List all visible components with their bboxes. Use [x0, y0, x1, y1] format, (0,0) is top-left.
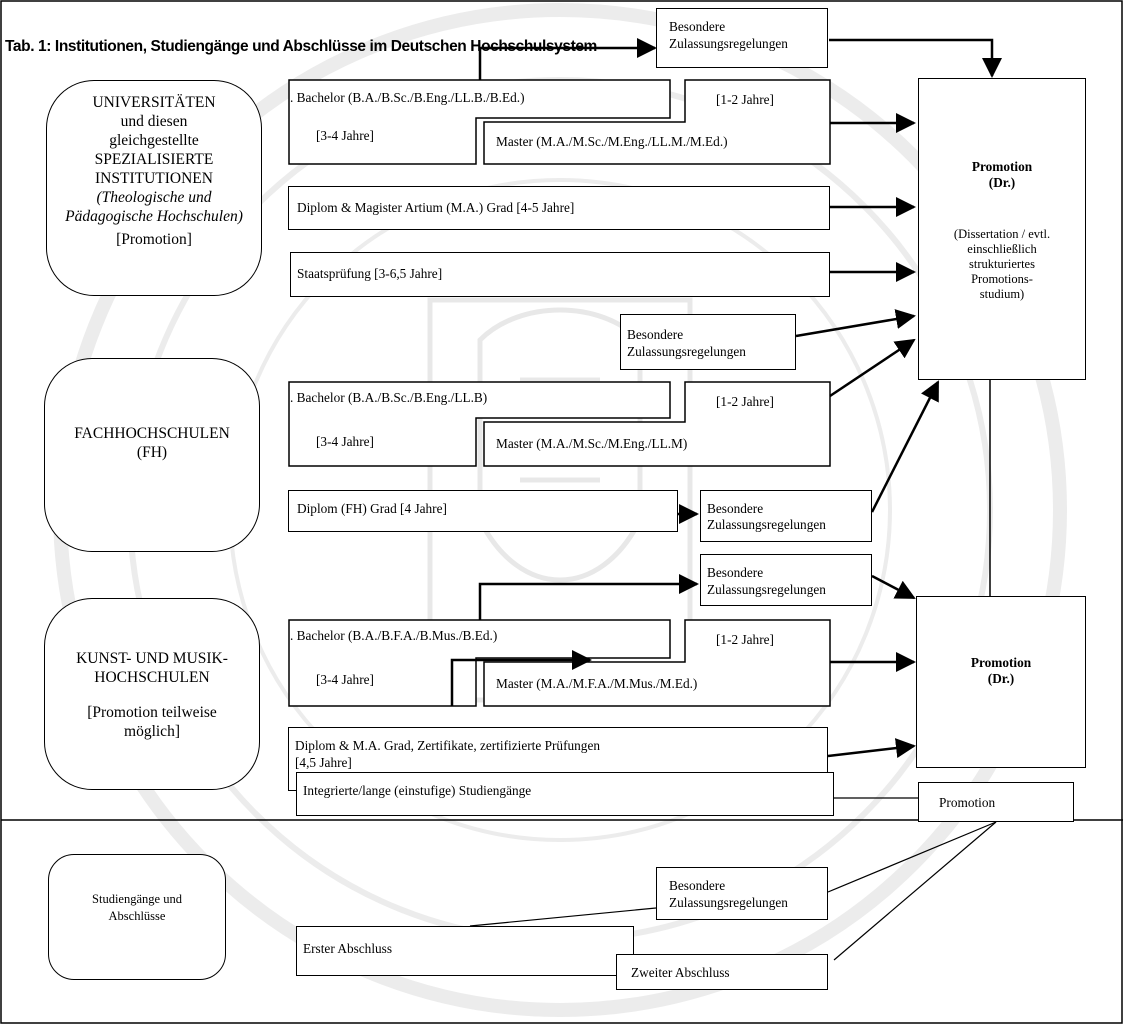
uni-line-8: [Promotion]	[116, 231, 192, 248]
uni-line-3: gleichgestellte	[109, 132, 199, 149]
arrow-kunst-diplom-to-promotion	[827, 738, 916, 759]
special-top-line-1: Besondere	[669, 19, 726, 34]
fh-bachelor-label: . Bachelor (B.A./B.Sc./B.Eng./LL.B)	[290, 390, 488, 405]
arrow-special-kunst-to-promotion	[871, 574, 916, 600]
special-uni-line-1: Besondere	[627, 327, 684, 342]
fh-diplom-label: Diplom (FH) Grad [4 Jahre]	[297, 501, 447, 516]
uni-diplom-label: Diplom & Magister Artium (M.A.) Grad [4-…	[297, 200, 575, 215]
special-admission-kunst: Besondere Zulassungsregelungen	[700, 554, 872, 606]
legend-studiengaenge: Studiengänge und Abschlüsse	[48, 854, 226, 980]
promotion-kunst-title-1: Promotion	[970, 655, 1032, 670]
fh-line-2: (FH)	[136, 444, 168, 461]
uni-staats-label: Staatsprüfung [3-6,5 Jahre]	[297, 266, 443, 281]
special-admission-uni: Besondere Zulassungsregelungen	[620, 314, 796, 370]
special-admission-legend: Besondere Zulassungsregelungen	[656, 867, 828, 920]
legend-integrated-label: Integrierte/lange (einstufige) Studiengä…	[303, 783, 532, 798]
legend-second-label: Zweiter Abschluss	[631, 965, 730, 980]
promotion-main-desc-4: Promotions-	[971, 272, 1033, 286]
fh-diplom-box: Diplom (FH) Grad [4 Jahre]	[288, 490, 678, 532]
kunst-diplom-label-1: Diplom & M.A. Grad, Zertifikate, zertifi…	[295, 738, 600, 753]
legend-line-first	[469, 907, 657, 927]
legend-second-box: Zweiter Abschluss	[616, 954, 828, 990]
uni-bachelor-shape	[288, 79, 671, 165]
uni-master-label: Master (M.A./M.Sc./M.Eng./LL.M./M.Ed.)	[496, 134, 728, 149]
uni-master-shape	[483, 79, 831, 165]
special-fh-line-2: Zulassungsregelungen	[707, 517, 826, 532]
fh-master-shape	[483, 381, 831, 467]
kunst-line-2: HOCHSCHULEN	[94, 669, 210, 686]
promotion-main-title-1: Promotion	[971, 159, 1033, 174]
special-legend-line-2: Zulassungsregelungen	[669, 895, 788, 910]
promotion-main-desc-3: strukturiertes	[969, 257, 1035, 271]
special-legend-line-1: Besondere	[669, 878, 726, 893]
kunst-master-label: Master (M.A./M.F.A./M.Mus./M.Ed.)	[496, 676, 698, 691]
legend-integrated-box: Integrierte/lange (einstufige) Studiengä…	[296, 772, 834, 816]
promotion-main-desc-5: studium)	[979, 287, 1025, 301]
uni-diplom-box: Diplom & Magister Artium (M.A.) Grad [4-…	[288, 186, 830, 230]
legend-line-1: Studiengänge und	[92, 892, 182, 906]
fh-bachelor-shape	[288, 381, 671, 467]
special-uni-line-2: Zulassungsregelungen	[627, 344, 746, 359]
fh-bachelor-years: [3-4 Jahre]	[316, 434, 374, 449]
uni-line-1: UNIVERSITÄTEN	[92, 94, 216, 111]
legend-promotion-label: Promotion	[939, 795, 996, 810]
legend-first-label: Erster Abschluss	[303, 941, 393, 956]
uni-line-6: (Theologische und	[96, 189, 212, 206]
legend-first-box: Erster Abschluss	[296, 926, 634, 976]
fh-master-years: [1-2 Jahre]	[716, 394, 774, 409]
promotion-main-desc-2: einschließlich	[967, 242, 1037, 256]
special-fh-line-1: Besondere	[707, 501, 764, 516]
uni-staats-box: Staatsprüfung [3-6,5 Jahre]	[290, 252, 830, 297]
arrow-special-fh-to-promotion	[870, 380, 940, 513]
uni-line-2: und diesen	[120, 113, 188, 130]
kunst-line-3: [Promotion teilweise	[87, 704, 217, 721]
kunst-bachelor-shape	[288, 619, 671, 707]
kunst-master-years: [1-2 Jahre]	[716, 632, 774, 647]
kunst-bachelor-years: [3-4 Jahre]	[316, 672, 374, 687]
special-admission-fh: Besondere Zulassungsregelungen	[700, 490, 872, 542]
legend-line-2: Abschlüsse	[108, 909, 166, 923]
arrow-fh-master-to-promotion	[829, 338, 916, 398]
diagram-title: Tab. 1: Institutionen, Studiengänge und …	[5, 38, 597, 55]
uni-bachelor-label: . Bachelor (B.A./B.Sc./B.Eng./LL.B./B.Ed…	[290, 90, 525, 105]
promotion-main-box: Promotion (Dr.) (Dissertation / evtl. ei…	[918, 78, 1086, 380]
uni-master-years: [1-2 Jahre]	[716, 92, 774, 107]
uni-bachelor-years: [3-4 Jahre]	[316, 128, 374, 143]
special-kunst-line-1: Besondere	[707, 565, 764, 580]
uni-line-4: SPEZIALISIERTE	[94, 151, 214, 168]
special-kunst-line-2: Zulassungsregelungen	[707, 582, 826, 597]
kunst-master-shape	[483, 619, 831, 707]
promotion-kunst-box: Promotion (Dr.)	[916, 596, 1086, 768]
fh-line-1: FACHHOCHSCHULEN	[74, 425, 230, 442]
special-admission-top: Besondere Zulassungsregelungen	[656, 8, 828, 68]
kunst-bachelor-label: . Bachelor (B.A./B.F.A./B.Mus./B.Ed.)	[290, 628, 498, 643]
legend-promotion-box: Promotion	[918, 782, 1074, 822]
kunst-diplom-label-2: [4,5 Jahre]	[295, 755, 352, 770]
institution-fachhochschulen: FACHHOCHSCHULEN (FH)	[44, 358, 260, 552]
legend-line-second	[833, 821, 997, 961]
institution-universities: UNIVERSITÄTEN und diesen gleichgestellte…	[46, 80, 262, 296]
institution-kunst-musik: KUNST- UND MUSIK- HOCHSCHULEN [Promotion…	[44, 598, 260, 790]
arrow-special-uni-to-promotion	[795, 309, 916, 338]
special-top-line-2: Zulassungsregelungen	[669, 36, 788, 51]
uni-line-7: Pädagogische Hochschulen)	[65, 208, 243, 225]
promotion-kunst-title-2: (Dr.)	[987, 671, 1015, 686]
arrow-kunst-bachelor-to-special	[478, 574, 699, 620]
arrow-uni-bachelor-to-special	[478, 38, 657, 80]
arrow-special-top-to-promotion	[829, 38, 1002, 78]
kunst-line-4: möglich]	[124, 723, 180, 740]
promotion-main-desc-1: (Dissertation / evtl.	[953, 227, 1051, 241]
legend-line-special	[827, 821, 997, 893]
fh-master-label: Master (M.A./M.Sc./M.Eng./LL.M)	[496, 436, 688, 451]
kunst-line-1: KUNST- UND MUSIK-	[76, 650, 228, 667]
uni-line-5: INSTITUTIONEN	[95, 170, 213, 187]
promotion-main-title-2: (Dr.)	[988, 175, 1016, 190]
arrow-kunst-bachelor-to-master	[450, 650, 592, 706]
